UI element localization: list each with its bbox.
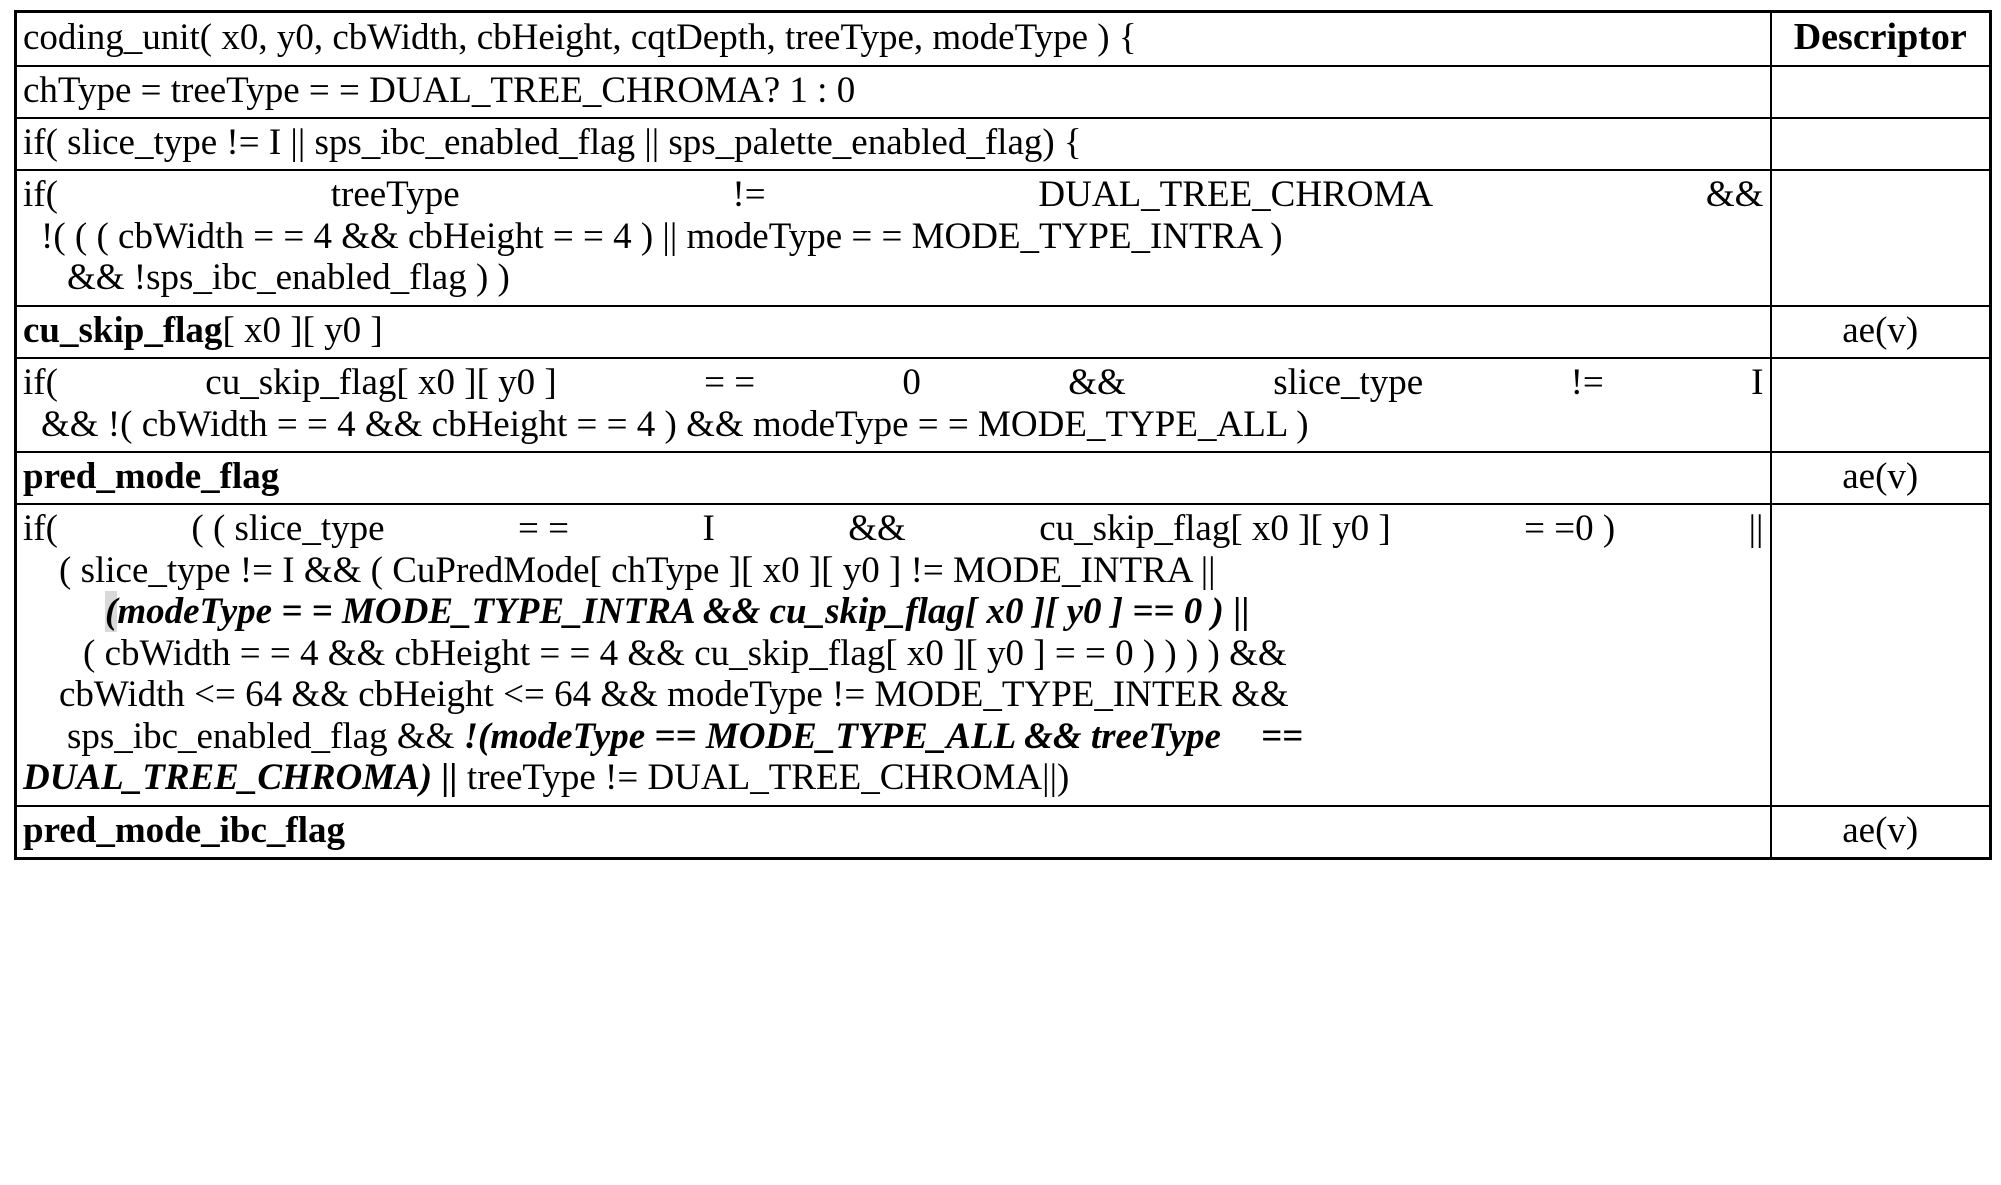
- syntax-line: !( ( ( cbWidth = = 4 && cbHeight = = 4 )…: [41, 215, 1283, 257]
- table-row: if( cu_skip_flag[ x0 ][ y0 ] = = 0 && sl…: [14, 357, 1992, 454]
- seg: cu_skip_flag[ x0 ][ y0 ]: [205, 362, 557, 404]
- syntax-element-name: cu_skip_flag: [23, 309, 223, 351]
- syntax-line: chType = treeType = = DUAL_TREE_CHROMA? …: [23, 69, 856, 111]
- row-if-treetype-syntax: if( treeType != DUAL_TREE_CHROMA && !( (…: [14, 169, 1772, 307]
- seg: &&: [848, 508, 906, 550]
- syntax-line-justified: if( cu_skip_flag[ x0 ][ y0 ] = = 0 && sl…: [23, 362, 1764, 403]
- seg: slice_type: [1273, 362, 1424, 404]
- table-row: if( ( ( slice_type = = I && cu_skip_flag…: [14, 503, 1992, 807]
- row-if-slice-type-syntax: if( slice_type != I || sps_ibc_enabled_f…: [14, 116, 1772, 172]
- seg: DUAL_TREE_CHROMA: [1038, 174, 1434, 216]
- header-descriptor-cell: Descriptor: [1769, 10, 1992, 67]
- row-cu-skip-flag-syntax: cu_skip_flag[ x0 ][ y0 ]: [14, 304, 1772, 360]
- seg: !=: [1570, 362, 1604, 404]
- table-row: pred_mode_ibc_flag ae(v): [14, 804, 1992, 860]
- syntax-line-mixed: sps_ibc_enabled_flag && !(modeType == MO…: [23, 716, 1764, 757]
- syntax-element-index: [ x0 ][ y0 ]: [222, 309, 383, 351]
- row-chtype-assign-syntax: chType = treeType = = DUAL_TREE_CHROMA? …: [14, 64, 1772, 119]
- syntax-line: pred_mode_ibc_flag: [23, 810, 1764, 851]
- syntax-element-name: pred_mode_ibc_flag: [23, 809, 346, 851]
- syntax-line: if( slice_type != I || sps_ibc_enabled_f…: [23, 121, 1082, 163]
- syntax-line-highlighted: (modeType = = MODE_TYPE_INTRA && cu_skip…: [23, 591, 1764, 633]
- seg: I: [702, 508, 715, 550]
- syntax-line: cbWidth <= 64 && cbHeight <= 64 && modeT…: [59, 674, 1289, 716]
- seg: = =0 ): [1524, 508, 1616, 550]
- table-row: pred_mode_flag ae(v): [14, 451, 1992, 506]
- row-if-big-condition-descriptor: [1769, 503, 1992, 807]
- table-header-row: coding_unit( x0, y0, cbWidth, cbHeight, …: [14, 10, 1992, 67]
- row-pred-mode-flag-syntax: pred_mode_flag: [14, 451, 1772, 506]
- seg: &&: [1068, 362, 1126, 404]
- coding-unit-syntax-table: coding_unit( x0, y0, cbWidth, cbHeight, …: [14, 10, 1992, 860]
- seg: if(: [23, 174, 58, 216]
- syntax-element-name: pred_mode_flag: [23, 456, 280, 498]
- row-chtype-assign-descriptor: [1769, 64, 1992, 119]
- row-pred-mode-ibc-flag-descriptor: ae(v): [1769, 804, 1992, 860]
- row-pred-mode-ibc-flag-syntax: pred_mode_ibc_flag: [14, 804, 1772, 860]
- seg: = =: [704, 362, 756, 404]
- syntax-line-justified: if( treeType != DUAL_TREE_CHROMA &&: [23, 174, 1764, 215]
- coding-unit-signature: coding_unit( x0, y0, cbWidth, cbHeight, …: [23, 16, 1137, 58]
- header-syntax-cell: coding_unit( x0, y0, cbWidth, cbHeight, …: [14, 10, 1772, 67]
- seg: 0: [902, 362, 921, 404]
- seg: treeType: [330, 174, 460, 216]
- syntax-bold-italic-part: !(modeType == MODE_TYPE_ALL && treeType: [463, 715, 1221, 757]
- seg: ||: [1748, 508, 1764, 550]
- seg: cu_skip_flag[ x0 ][ y0 ]: [1039, 508, 1391, 550]
- syntax-equals-operator: ==: [1260, 715, 1304, 757]
- row-cu-skip-flag-descriptor: ae(v): [1769, 304, 1992, 360]
- row-if-big-condition-syntax: if( ( ( slice_type = = I && cu_skip_flag…: [14, 503, 1772, 807]
- seg: !=: [732, 174, 766, 216]
- highlighted-open-paren: (: [105, 591, 118, 633]
- seg: ( ( slice_type: [191, 508, 385, 550]
- seg: if(: [23, 362, 58, 404]
- syntax-line: && !sps_ibc_enabled_flag ) ): [67, 257, 510, 299]
- syntax-line: cu_skip_flag[ x0 ][ y0 ]: [23, 310, 1764, 351]
- syntax-line: ( slice_type != I && ( CuPredMode[ chTyp…: [59, 549, 1216, 591]
- table-row: cu_skip_flag[ x0 ][ y0 ] ae(v): [14, 304, 1992, 360]
- row-if-slice-type-descriptor: [1769, 116, 1992, 172]
- table-row: if( slice_type != I || sps_ibc_enabled_f…: [14, 116, 1992, 172]
- syntax-line-justified: if( ( ( slice_type = = I && cu_skip_flag…: [23, 508, 1764, 549]
- seg: &&: [1705, 174, 1764, 216]
- syntax-condition-bold-italic: modeType = = MODE_TYPE_INTRA && cu_skip_…: [117, 591, 1224, 633]
- syntax-or-operator: ||: [1223, 591, 1250, 633]
- seg: I: [1751, 362, 1764, 404]
- syntax-bold-italic-part: DUAL_TREE_CHROMA) ||: [23, 757, 458, 799]
- syntax-line: pred_mode_flag: [23, 456, 1764, 497]
- syntax-line: && !( cbWidth = = 4 && cbHeight = = 4 ) …: [41, 403, 1309, 445]
- row-pred-mode-flag-descriptor: ae(v): [1769, 451, 1992, 506]
- seg: = =: [518, 508, 569, 550]
- syntax-plain-part: treeType != DUAL_TREE_CHROMA||): [457, 757, 1070, 799]
- syntax-line: ( cbWidth = = 4 && cbHeight = = 4 && cu_…: [83, 632, 1287, 674]
- table-row: chType = treeType = = DUAL_TREE_CHROMA? …: [14, 64, 1992, 119]
- row-if-cu-skip-flag-descriptor: [1769, 357, 1992, 454]
- row-if-treetype-descriptor: [1769, 169, 1992, 307]
- row-if-cu-skip-flag-syntax: if( cu_skip_flag[ x0 ][ y0 ] = = 0 && sl…: [14, 357, 1772, 454]
- syntax-line-mixed: DUAL_TREE_CHROMA) || treeType != DUAL_TR…: [23, 757, 1764, 798]
- syntax-plain-part: sps_ibc_enabled_flag &&: [67, 715, 464, 757]
- seg: if(: [23, 508, 58, 550]
- table-row: if( treeType != DUAL_TREE_CHROMA && !( (…: [14, 169, 1992, 307]
